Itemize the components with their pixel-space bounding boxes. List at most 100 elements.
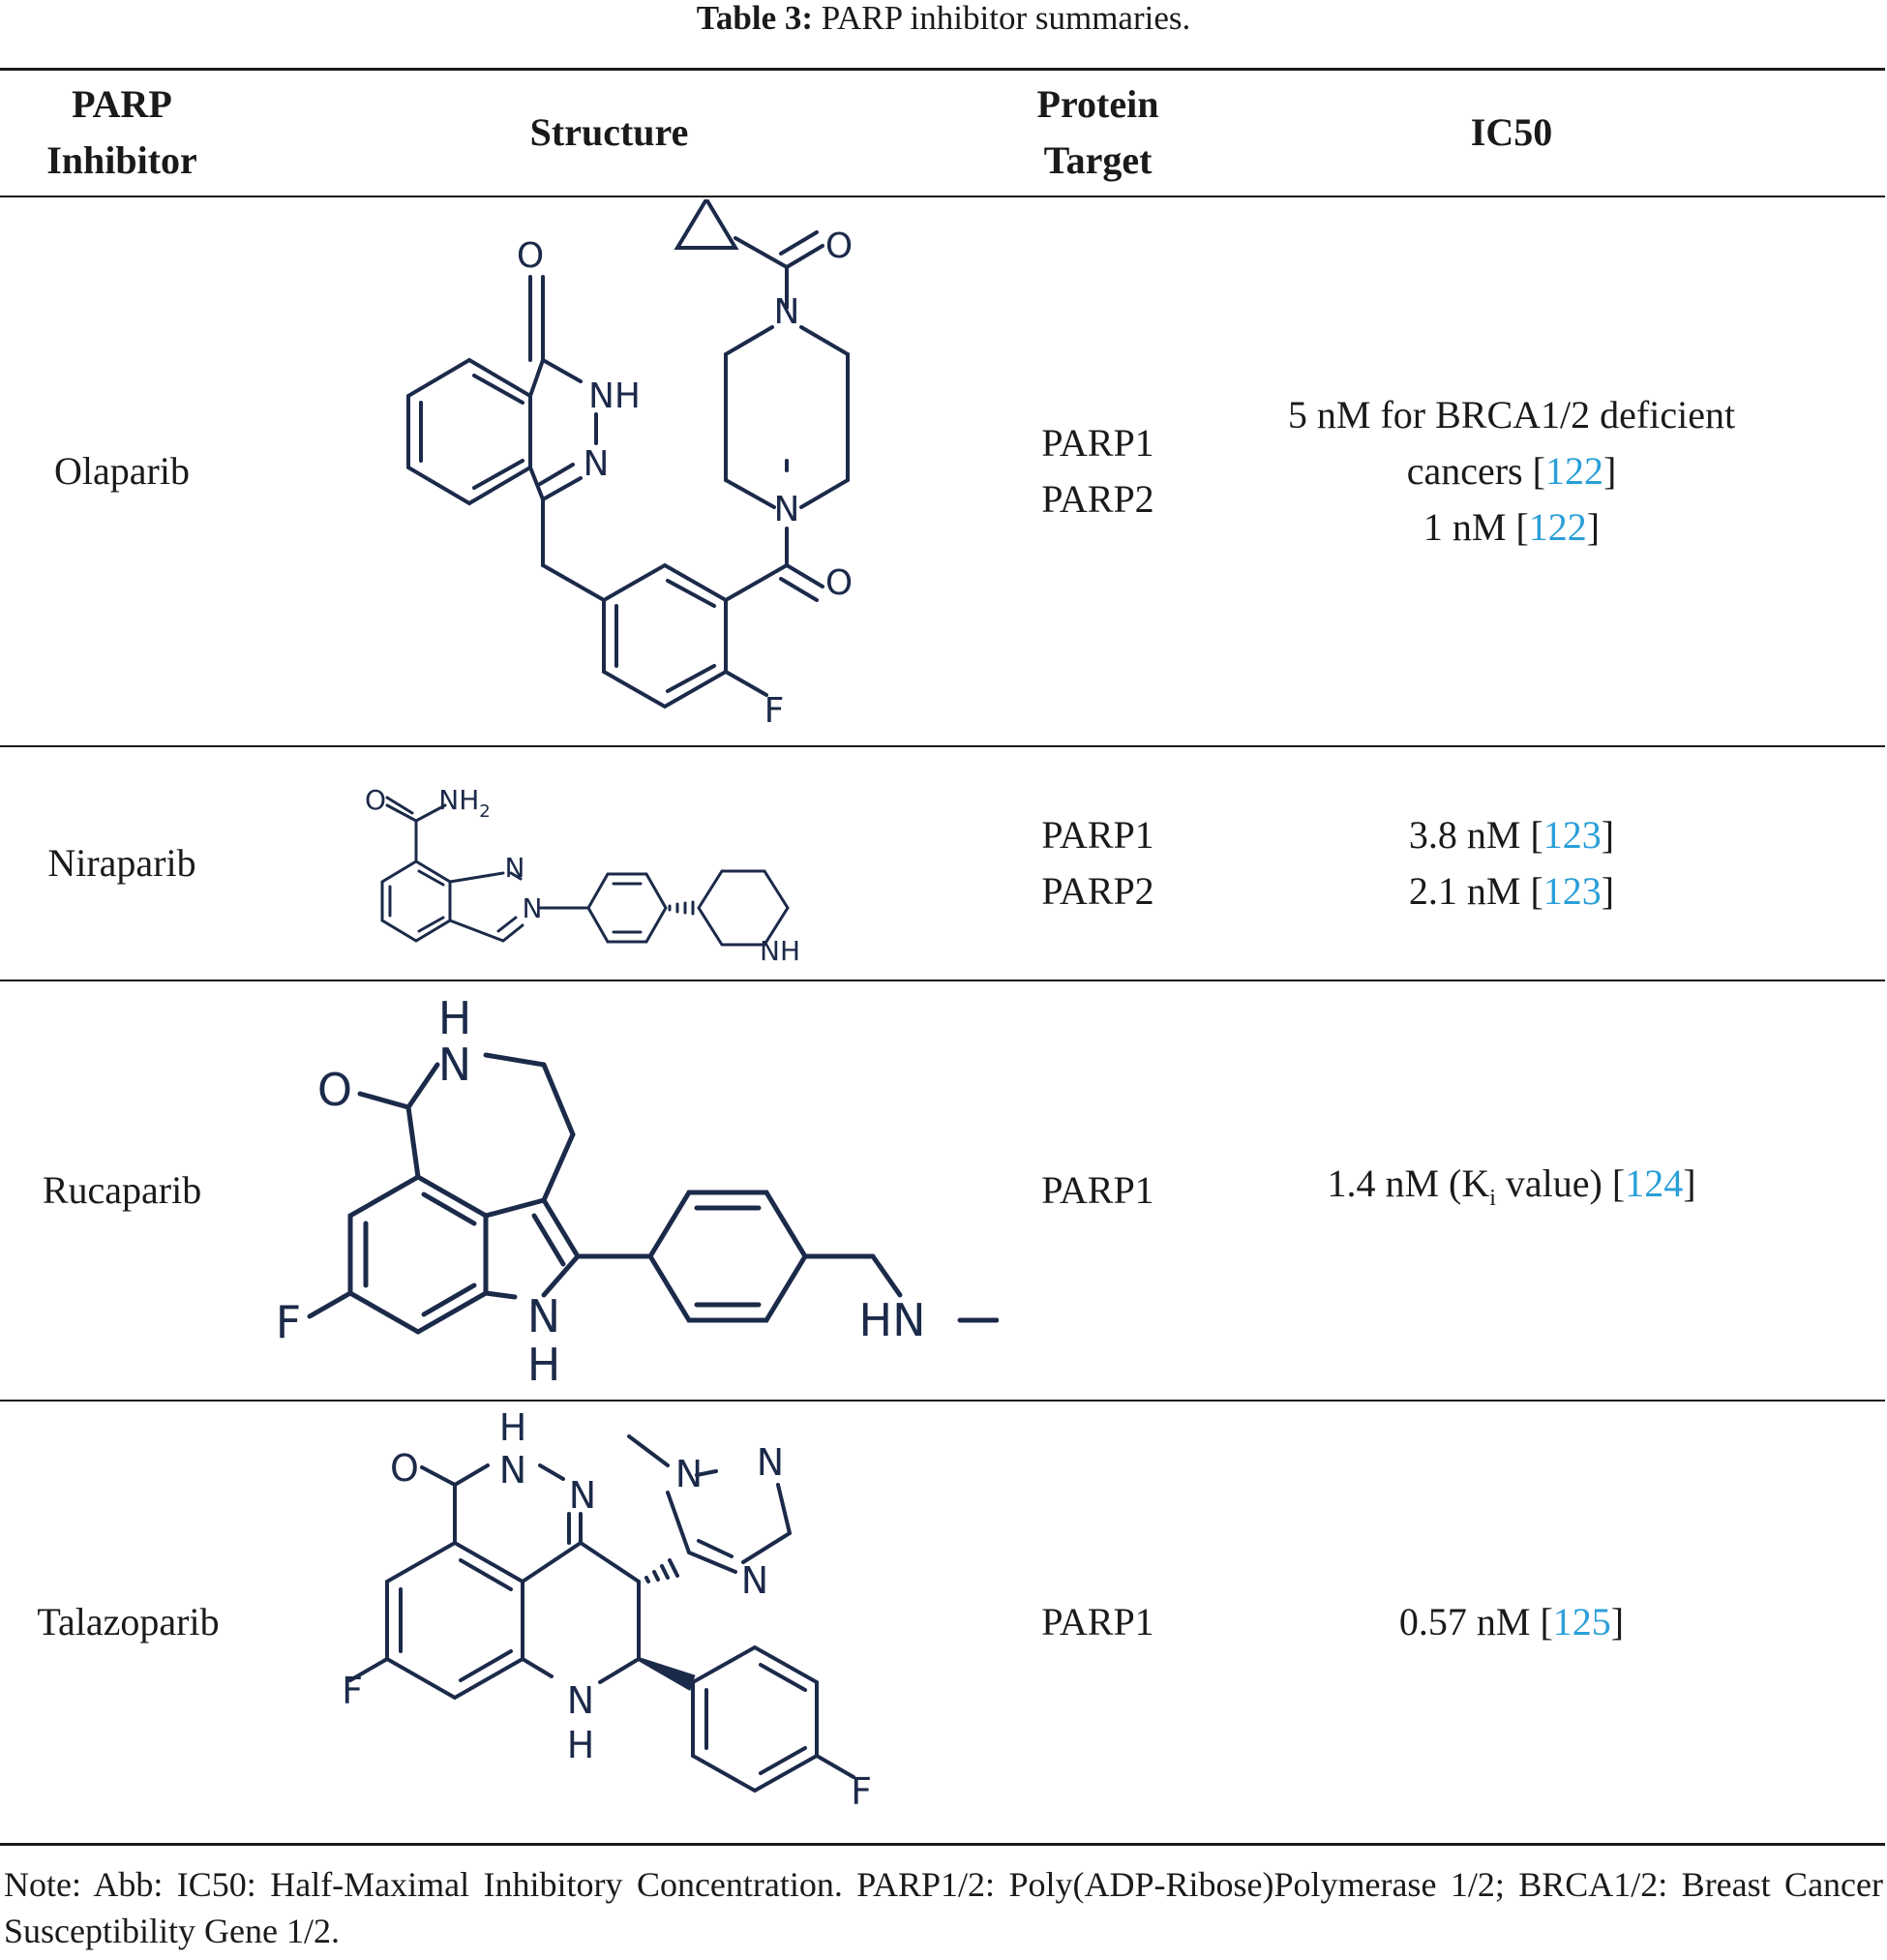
rucaparib-ic50-pre: 1.4 nM (K xyxy=(1327,1161,1490,1205)
talazoparib-atom-f1: F xyxy=(342,1670,363,1712)
niraparib-name: Niraparib xyxy=(0,747,244,980)
niraparib-atom-nh2: NH2 xyxy=(438,784,490,822)
niraparib-ref-123-a[interactable]: 123 xyxy=(1543,813,1602,857)
talazoparib-structure: H O N N N N N F N H F xyxy=(329,1407,910,1839)
olaparib-name: Olaparib xyxy=(0,197,244,745)
niraparib-ic50-line2: 2.1 nM [123] xyxy=(1409,863,1614,920)
olaparib-atom-n1: N xyxy=(584,444,610,484)
talazoparib-ic50-pre: 0.57 nM [ xyxy=(1398,1600,1553,1643)
rucaparib-ic50-post: value) [ xyxy=(1495,1161,1626,1205)
header-bottom-rule xyxy=(0,196,1885,197)
talazoparib-atom-tn1: N xyxy=(675,1453,703,1495)
talazoparib-ic50-end: ] xyxy=(1610,1600,1625,1643)
rucaparib-ref-124[interactable]: 124 xyxy=(1625,1161,1684,1205)
rucaparib-targets: PARP1 xyxy=(974,981,1221,1400)
niraparib-ic50-line1-end: ] xyxy=(1601,813,1615,857)
header-ic50-label: IC50 xyxy=(1470,110,1553,154)
olaparib-targets: PARP1 PARP2 xyxy=(974,197,1221,745)
table-bottom-rule xyxy=(0,1843,1885,1846)
olaparib-atom-f: F xyxy=(764,691,785,731)
talazoparib-atom-o: O xyxy=(390,1447,419,1490)
talazoparib-atom-tn3: N xyxy=(741,1559,768,1602)
header-inhibitor-line1: PARP xyxy=(72,82,172,126)
niraparib-ic50: 3.8 nM [123] 2.1 nM [123] xyxy=(1221,747,1802,980)
table-caption: Table 3: PARP inhibitor summaries. xyxy=(0,0,1887,41)
olaparib-atom-o3: O xyxy=(825,226,853,266)
olaparib-ic50-line3-text: 1 nM [ xyxy=(1423,505,1529,549)
niraparib-structure-drawing: O NH2 N N NH xyxy=(365,784,800,967)
rucaparib-ic50: 1.4 nM (Ki value) [124] xyxy=(1221,981,1802,1400)
rucaparib-structure-drawing: H N O F N H HN xyxy=(276,992,999,1391)
rucaparib-atom-n1: N xyxy=(438,1039,471,1091)
olaparib-target-2: PARP2 xyxy=(1041,477,1154,521)
talazoparib-atom-tn2: N xyxy=(757,1441,784,1484)
row-divider-2 xyxy=(0,980,1885,981)
rucaparib-structure: H N O F N H HN xyxy=(254,987,999,1394)
olaparib-ic50-line2-end: ] xyxy=(1602,449,1617,493)
header-inhibitor-line2: Inhibitor xyxy=(46,138,197,182)
row-divider-1 xyxy=(0,745,1885,747)
niraparib-atom-o: O xyxy=(365,784,386,816)
olaparib-ic50-line3: 1 nM [122] xyxy=(1423,499,1600,556)
header-inhibitor: PARP Inhibitor xyxy=(0,70,244,196)
niraparib-structure: O NH2 N N NH xyxy=(358,751,861,976)
rucaparib-name: Rucaparib xyxy=(0,981,244,1400)
header-target: Protein Target xyxy=(974,70,1221,196)
olaparib-ic50-line3-end: ] xyxy=(1586,505,1601,549)
niraparib-ic50-line1: 3.8 nM [123] xyxy=(1409,807,1614,863)
rucaparib-atom-h1: H xyxy=(438,992,472,1044)
niraparib-targets: PARP1 PARP2 xyxy=(974,747,1221,980)
rucaparib-target-1: PARP1 xyxy=(1041,1168,1154,1212)
niraparib-ic50-line2-end: ] xyxy=(1601,869,1615,913)
olaparib-ref-122-b[interactable]: 122 xyxy=(1528,505,1587,549)
rucaparib-name-text: Rucaparib xyxy=(42,1168,202,1212)
talazoparib-ref-125[interactable]: 125 xyxy=(1552,1600,1611,1643)
row-divider-3 xyxy=(0,1400,1885,1402)
talazoparib-atom-h2: H xyxy=(567,1724,595,1766)
rucaparib-atom-o: O xyxy=(317,1064,352,1116)
niraparib-atom-nh2-sub: 2 xyxy=(479,801,490,822)
olaparib-structure: O NH N O F N N O xyxy=(348,199,890,741)
olaparib-ic50-line2-text: cancers [ xyxy=(1406,449,1545,493)
talazoparib-atom-f2: F xyxy=(851,1770,872,1813)
rucaparib-ic50-sub: i xyxy=(1489,1185,1496,1211)
table-caption-text: PARP inhibitor summaries. xyxy=(821,0,1191,37)
niraparib-atom-nh: NH xyxy=(760,935,800,967)
rucaparib-atom-n2: N xyxy=(527,1290,560,1342)
header-structure: Structure xyxy=(244,70,974,196)
talazoparib-ic50: 0.57 nM [125] xyxy=(1221,1402,1802,1843)
table-top-rule xyxy=(0,68,1885,71)
rucaparib-atom-hn: HN xyxy=(859,1294,926,1346)
olaparib-atom-o2: O xyxy=(825,563,853,603)
rucaparib-atom-h2: H xyxy=(527,1339,561,1391)
niraparib-atom-n2: N xyxy=(523,892,543,924)
header-ic50: IC50 xyxy=(1221,70,1802,196)
olaparib-ref-122-a[interactable]: 122 xyxy=(1544,449,1603,493)
olaparib-atom-n2: N xyxy=(774,490,800,529)
rucaparib-ic50-end: ] xyxy=(1683,1161,1696,1205)
olaparib-ic50-line2: cancers [122] xyxy=(1407,443,1617,499)
talazoparib-target-1: PARP1 xyxy=(1041,1600,1154,1643)
rucaparib-ic50-line: 1.4 nM (Ki value) [124] xyxy=(1327,1156,1695,1226)
niraparib-ref-123-b[interactable]: 123 xyxy=(1543,869,1602,913)
talazoparib-name-text: Talazoparib xyxy=(37,1600,220,1643)
olaparib-ic50: 5 nM for BRCA1/2 deficient cancers [122]… xyxy=(1221,197,1802,745)
talazoparib-targets: PARP1 xyxy=(974,1402,1221,1843)
niraparib-name-text: Niraparib xyxy=(47,841,196,885)
olaparib-atom-n3: N xyxy=(774,292,800,332)
niraparib-ic50-line2-text: 2.1 nM [ xyxy=(1408,869,1543,913)
niraparib-atom-n1: N xyxy=(505,852,525,884)
table-caption-label: Table 3: xyxy=(696,0,814,37)
header-target-line1: Protein xyxy=(1036,82,1159,126)
niraparib-target-2: PARP2 xyxy=(1041,869,1154,913)
niraparib-ic50-line1-text: 3.8 nM [ xyxy=(1408,813,1543,857)
talazoparib-ic50-line: 0.57 nM [125] xyxy=(1399,1594,1624,1650)
olaparib-atom-nh: NH xyxy=(588,377,641,416)
olaparib-name-text: Olaparib xyxy=(54,449,190,493)
niraparib-atom-nh2-main: NH xyxy=(438,784,479,816)
rucaparib-atom-f: F xyxy=(276,1296,301,1348)
header-target-line2: Target xyxy=(1043,138,1153,182)
olaparib-atom-o1: O xyxy=(517,236,544,276)
olaparib-target-1: PARP1 xyxy=(1041,421,1154,465)
niraparib-target-1: PARP1 xyxy=(1041,813,1154,857)
